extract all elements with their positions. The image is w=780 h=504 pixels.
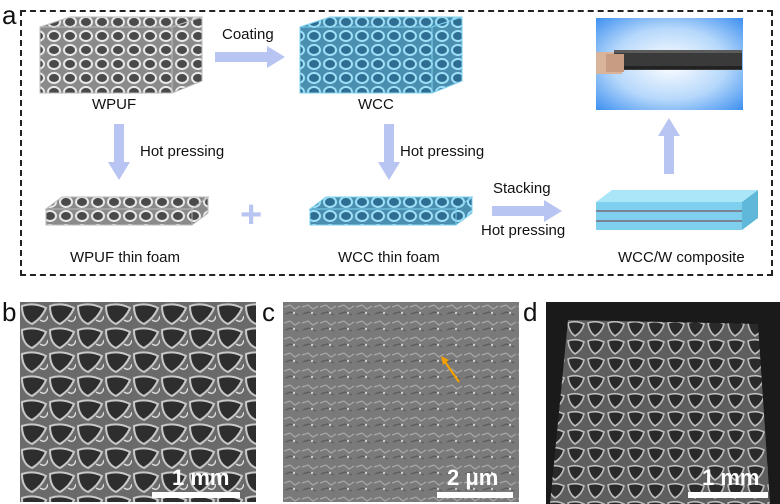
sem-image-b [20, 302, 256, 502]
scale-label-b: 1 mm [172, 465, 230, 490]
stacking-arrow [492, 200, 562, 222]
scale-label-c: 2 μm [447, 465, 499, 490]
scale-bar-d [688, 492, 768, 498]
label-hot-pressing-left: Hot pressing [140, 143, 225, 160]
label-hot-pressing-mid: Hot pressing [400, 143, 485, 160]
wpuf-thin-foam [44, 196, 210, 226]
scale-label-d: 1 mm [702, 465, 760, 490]
arrow-marker [442, 358, 460, 383]
hot-pressing-arrow-mid [378, 124, 400, 180]
wcc-thin-foam [308, 196, 474, 226]
composite-stack [596, 190, 758, 230]
label-wpuf-thin-foam: WPUF thin foam [70, 249, 181, 266]
scale-bar-c [437, 492, 513, 498]
plus-icon: + [240, 194, 263, 236]
label-wpuf: WPUF [92, 96, 137, 113]
label-composite: WCC/W composite [618, 249, 745, 266]
scale-bar-b [152, 492, 240, 498]
panel-label-a: a [2, 0, 17, 30]
label-stacking: Stacking [493, 180, 551, 197]
panel-label-c: c [262, 297, 275, 327]
sem-image-d [546, 302, 780, 504]
label-wcc: WCC [358, 96, 394, 113]
wpuf-foam-block [39, 16, 203, 94]
schematic-frame [20, 10, 773, 276]
wcc-foam-block [299, 16, 463, 94]
coating-arrow [215, 46, 285, 68]
label-hot-pressing-right: Hot pressing [481, 222, 566, 239]
hot-pressing-arrow-left [108, 124, 130, 180]
label-coating: Coating [222, 26, 274, 43]
panel-label-b: b [2, 297, 17, 327]
composite-photo [596, 18, 743, 110]
up-arrow [658, 118, 680, 174]
sem-image-c [283, 302, 519, 502]
label-wcc-thin-foam: WCC thin foam [338, 249, 440, 266]
panel-label-d: d [523, 297, 538, 327]
